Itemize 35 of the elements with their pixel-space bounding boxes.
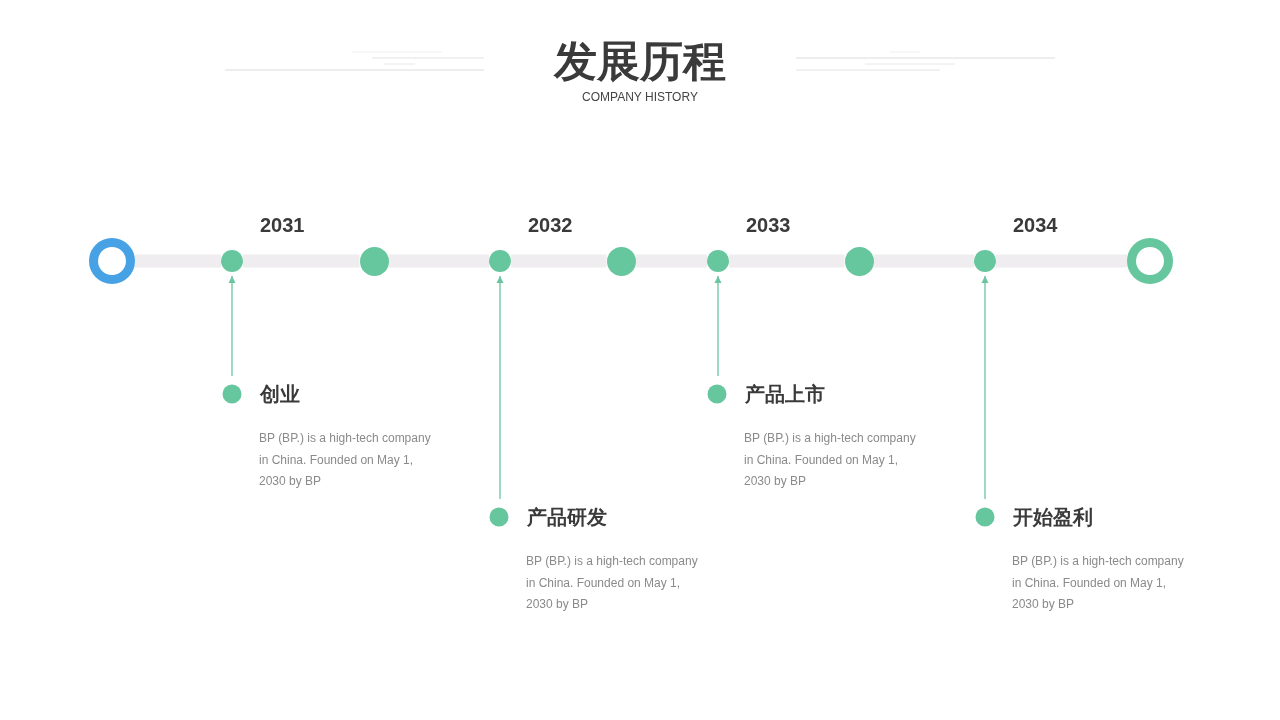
milestone-description: BP (BP.) is a high-tech company in China. Founded on May 1, 2030 by BP (1012, 553, 1185, 613)
year-label: 2032 (528, 213, 573, 238)
timeline-bar (388, 254, 489, 268)
arrow (981, 275, 989, 500)
milestone-title: 创业 (260, 382, 300, 406)
milestone-title: 产品研发 (527, 505, 607, 529)
timeline-bar (135, 254, 221, 268)
timeline-bar (511, 254, 607, 268)
timeline-dot (359, 246, 389, 276)
milestone-dot (489, 250, 511, 272)
timeline-bar (635, 254, 707, 268)
arrow (714, 275, 722, 377)
timeline-ring (89, 238, 135, 284)
milestone-description: BP (BP.) is a high-tech company in China. Founded on May 1, 2030 by BP (744, 430, 917, 490)
milestone-title: 产品上市 (745, 382, 825, 406)
year-label: 2033 (746, 213, 791, 238)
year-label: 2031 (260, 213, 305, 238)
arrow (496, 275, 504, 500)
milestone-description: BP (BP.) is a high-tech company in China. Founded on May 1, 2030 by BP (259, 430, 432, 490)
year-label: 2034 (1013, 213, 1058, 238)
milestone-description: BP (BP.) is a high-tech company in China. Founded on May 1, 2030 by BP (526, 553, 699, 613)
timeline-dot (606, 246, 636, 276)
subtitle: COMPANY HISTORY (582, 89, 698, 105)
timeline-ring (1127, 238, 1173, 284)
timeline-dot (844, 246, 874, 276)
timeline-bar (996, 254, 1127, 268)
milestone-dot (974, 250, 996, 272)
milestone-title: 开始盈利 (1013, 505, 1093, 529)
timeline-bar (873, 254, 974, 268)
timeline-bar (729, 254, 845, 268)
arrow (228, 275, 236, 377)
timeline-bar (243, 254, 360, 268)
page-title: 发展历程 (554, 35, 726, 87)
milestone-dot (707, 250, 729, 272)
milestone-dot (221, 250, 243, 272)
